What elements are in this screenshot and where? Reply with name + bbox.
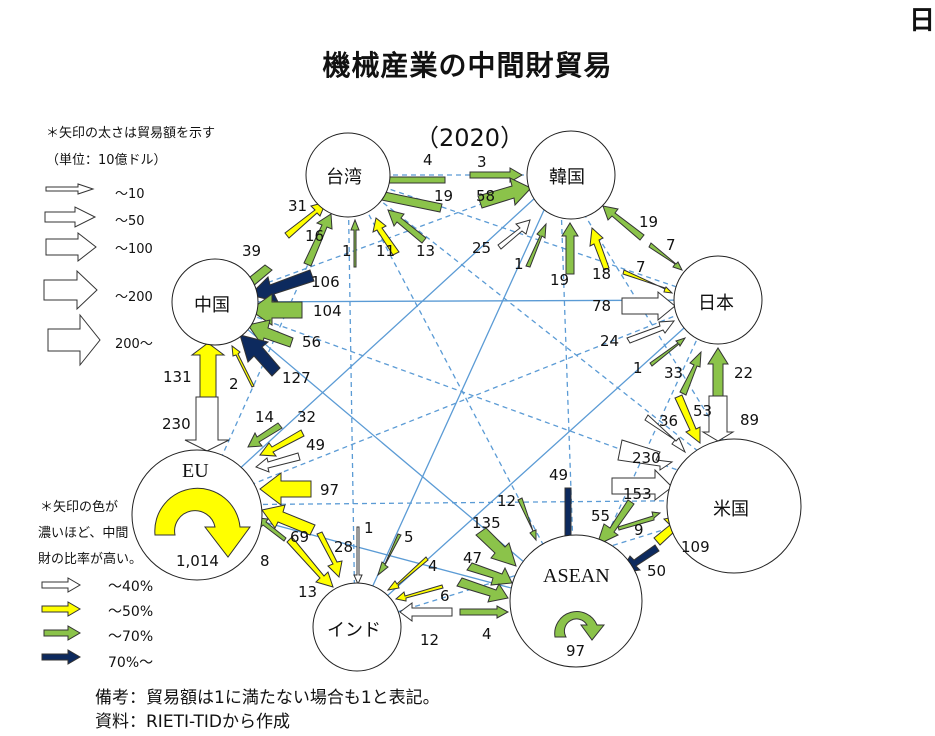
flow-value: 22	[734, 364, 754, 382]
node-japan	[673, 255, 763, 345]
flow-value: 16	[305, 227, 325, 245]
flow-value: 131	[163, 368, 192, 386]
flow-value: 12	[497, 492, 517, 510]
flow-value: 13	[416, 242, 436, 260]
flow-value: 4	[423, 151, 433, 169]
color-legend-label: ～40%	[108, 579, 154, 595]
flow-value: 230	[162, 415, 191, 433]
flow-value: 14	[255, 408, 275, 426]
node-label-eu: EU	[182, 460, 209, 482]
flow-value: 89	[740, 411, 760, 429]
flow-value: 19	[434, 187, 454, 205]
flow-value: 5	[404, 528, 414, 546]
flow-value: 33	[664, 364, 684, 382]
flow-value: 12	[420, 631, 440, 649]
year-label: （2020）	[415, 124, 525, 152]
flow-value: 135	[472, 514, 501, 532]
color-legend-arrows	[41, 577, 81, 665]
flow-value: 18	[592, 265, 612, 283]
flow-value: 39	[242, 242, 262, 260]
remark-note: 備考：貿易額は1に満たない場合も1と表記。	[95, 688, 440, 708]
flow-value: 25	[472, 239, 492, 257]
internal-arrows	[154, 487, 606, 641]
flow-value: 49	[306, 436, 326, 454]
flow-value: 69	[290, 528, 310, 546]
flow-value: 78	[592, 297, 612, 315]
node-label-japan: 日本	[698, 293, 734, 314]
flow-value: 19	[639, 213, 659, 231]
flow-value: 56	[302, 333, 322, 351]
flow-value: 106	[311, 273, 340, 291]
flow-value: 7	[666, 236, 676, 254]
source-note: 資料：RIETI-TIDから作成	[95, 712, 291, 732]
flow-value: 36	[659, 412, 679, 430]
node-label-china: 中国	[194, 295, 230, 316]
color-legend-label: ～70%	[108, 629, 154, 645]
flow-value: 127	[282, 369, 311, 387]
node-taiwan	[305, 132, 391, 218]
node-label-taiwan: 台湾	[326, 167, 362, 188]
flow-value: 4	[482, 625, 492, 643]
node-india	[312, 582, 402, 672]
flow-value: 55	[591, 507, 611, 525]
node-korea	[526, 130, 616, 220]
flow-value: 7	[636, 258, 646, 276]
flow-value: 50	[647, 562, 667, 580]
node-label-us: 米国	[713, 499, 749, 520]
color-legend-label: 70%～	[108, 655, 154, 671]
width-legend-label: ～100	[115, 242, 153, 257]
flow-value: 1	[342, 242, 352, 260]
flow-value: 32	[297, 408, 317, 426]
width-legend-label: ～200	[115, 290, 153, 305]
flow-value: 9	[634, 521, 644, 539]
flow-value: 24	[600, 332, 620, 350]
flow-value: 47	[463, 549, 483, 567]
flow-value: 19	[550, 271, 570, 289]
flow-value: 109	[681, 538, 710, 556]
width-legend-label: 200～	[115, 337, 153, 352]
flow-value: 8	[260, 552, 270, 570]
flow-value: 31	[288, 197, 308, 215]
width-legend-arrows	[43, 183, 101, 367]
page-title: 機械産業の中間財貿易	[322, 49, 613, 82]
flow-value: 6	[440, 587, 450, 605]
color-legend-heading-1: ＊矢印の色が	[40, 500, 119, 515]
node-label-india: インド	[327, 620, 381, 641]
flow-value: 104	[313, 302, 342, 320]
node-label-korea: 韓国	[549, 167, 585, 188]
width-legend-label: ～50	[115, 214, 145, 229]
flow-value: 1	[364, 519, 374, 537]
node-us	[666, 438, 802, 574]
color-legend-heading-3: 財の比率が高い。	[38, 552, 143, 567]
flow-value: 58	[476, 187, 496, 205]
width-legend-unit: （単位：10億ドル）	[46, 153, 167, 168]
flow-value: 13	[298, 583, 318, 601]
flow-value: 3	[477, 153, 487, 171]
node-china	[171, 258, 259, 346]
flow-value: 28	[334, 538, 354, 556]
flow-value: 1	[633, 359, 643, 377]
node-label-asean: ASEAN	[543, 565, 610, 587]
flow-value: 230	[632, 449, 661, 467]
flow-arrows	[184, 167, 735, 622]
flow-value: 1	[514, 255, 524, 273]
color-legend-heading-2: 濃いほど、中間	[38, 526, 129, 541]
eu-internal-value: 1,014	[176, 552, 219, 570]
asean-internal-value: 97	[566, 642, 586, 660]
flow-value: 153	[623, 485, 652, 503]
flow-value: 2	[229, 375, 239, 393]
flow-value: 4	[428, 557, 438, 575]
nodes	[131, 130, 802, 672]
flow-value: 97	[320, 481, 340, 499]
flow-value: 11	[376, 242, 396, 260]
width-legend-label: ～10	[115, 187, 145, 202]
flow-value: 53	[693, 402, 713, 420]
color-legend-label: ～50%	[108, 604, 154, 620]
width-legend-heading: ＊矢印の太さは貿易額を示す	[46, 126, 216, 141]
node-asean	[509, 534, 643, 668]
corner-text: 日	[908, 6, 935, 36]
flow-value: 49	[549, 466, 569, 484]
